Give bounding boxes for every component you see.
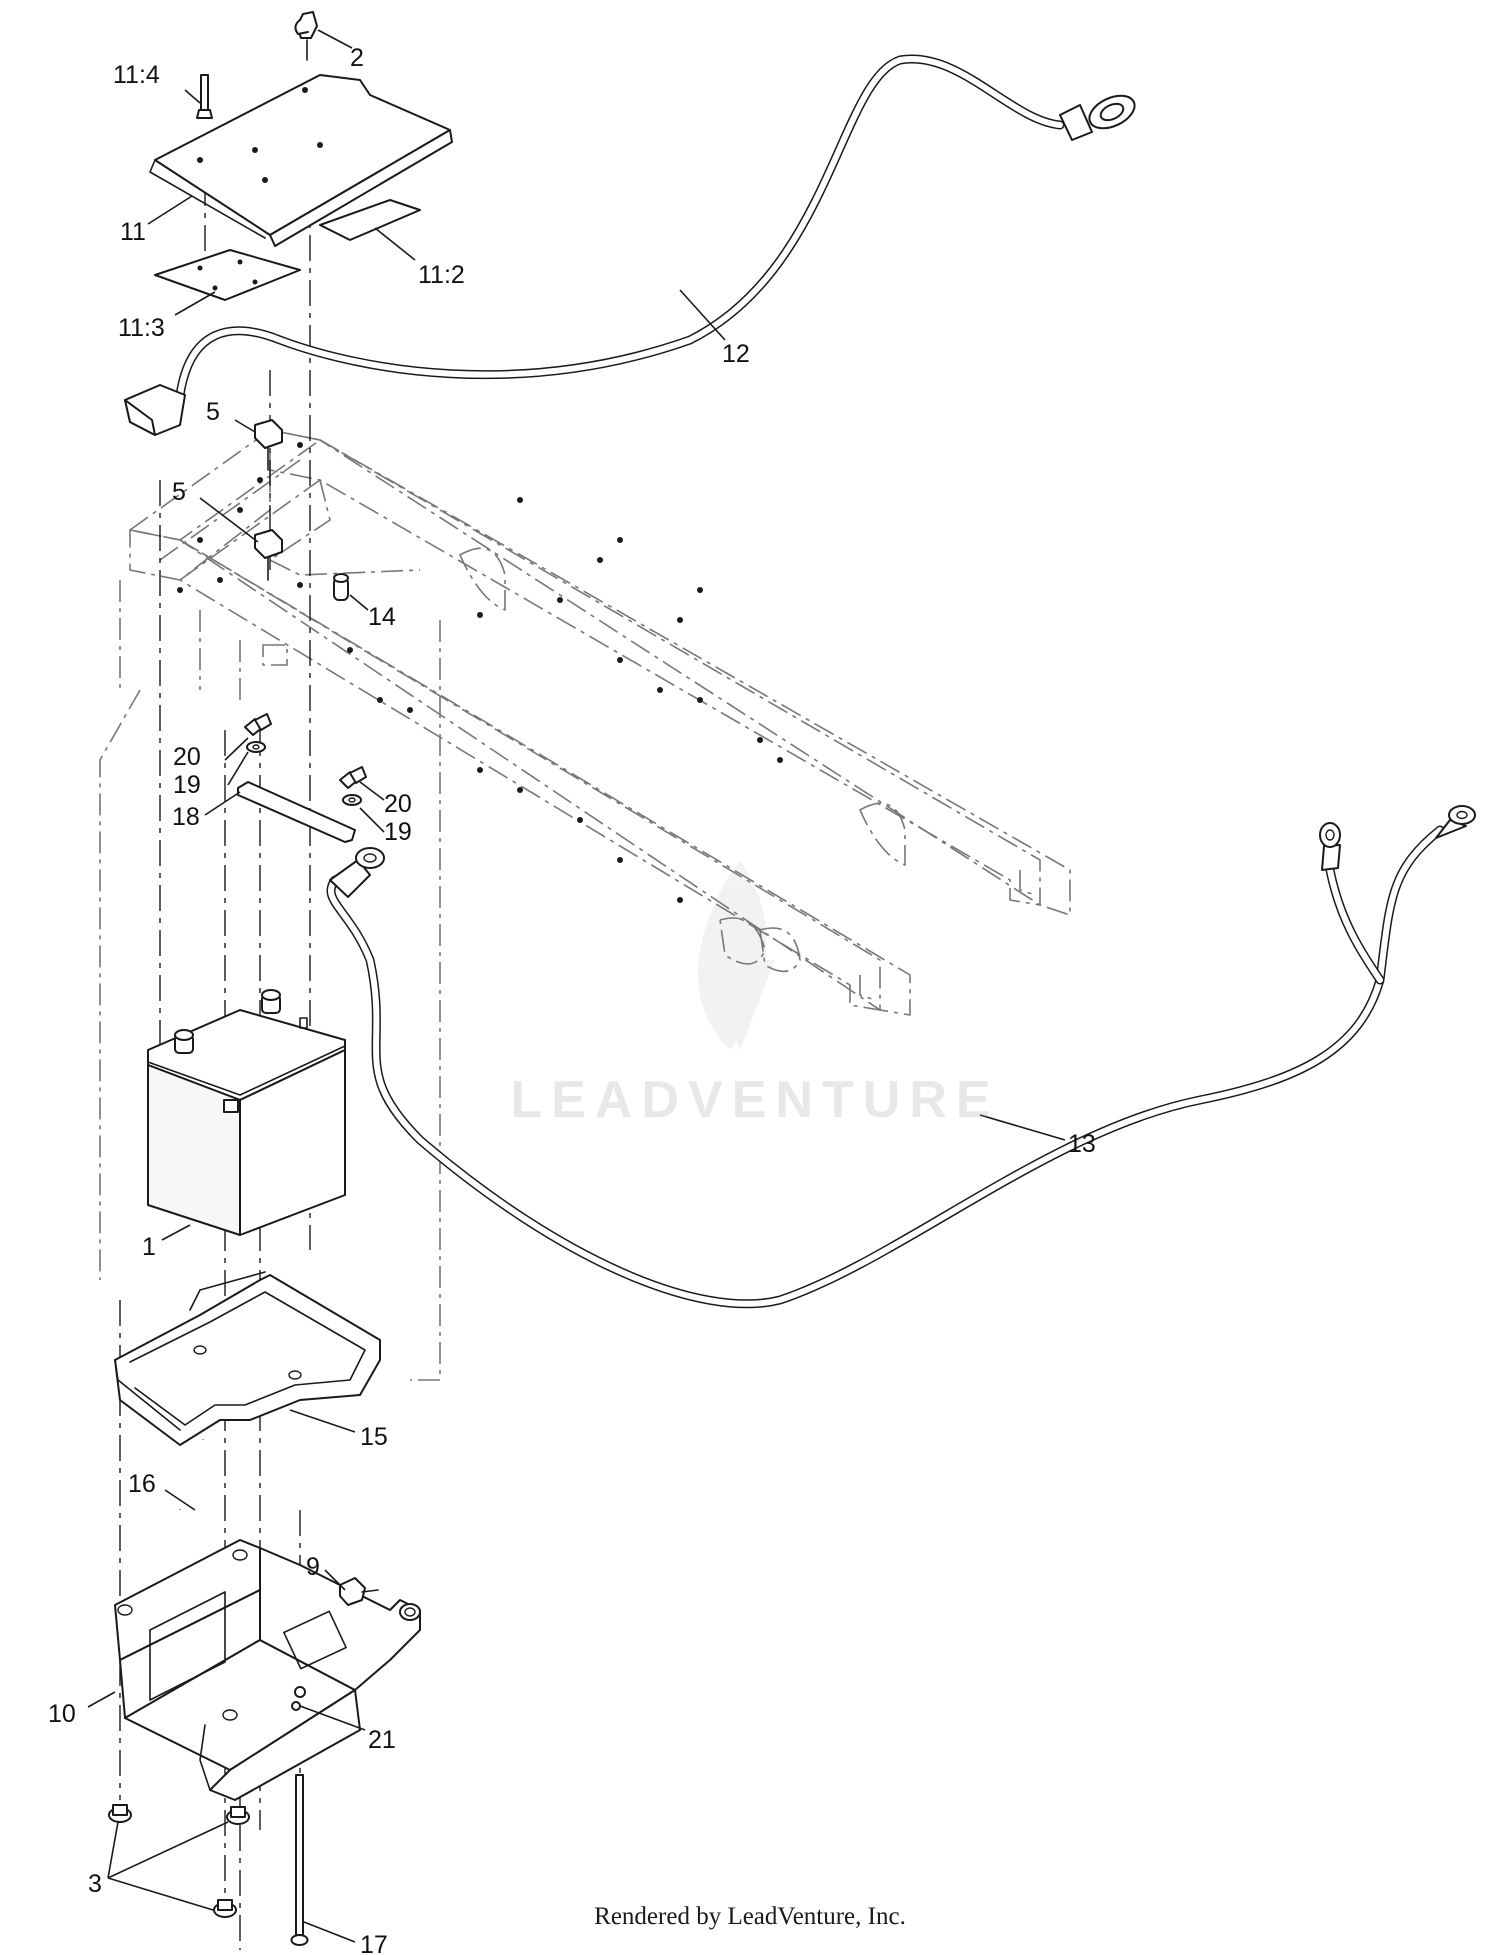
- callout-5-upper: 5: [206, 398, 220, 426]
- callout-3: 3: [88, 1870, 102, 1898]
- wing-nut-20-left: [244, 713, 272, 736]
- callout-5-lower: 5: [172, 478, 186, 506]
- leader-lines: [87, 29, 1066, 1943]
- pad-11-3: [154, 249, 301, 301]
- pin-11-4: [196, 74, 213, 119]
- callout-13: 13: [1068, 1130, 1096, 1158]
- j-bolt-16: [177, 1439, 205, 1528]
- hold-down-bar-18: [237, 781, 356, 843]
- callout-14: 14: [368, 603, 396, 631]
- callout-20-left: 20: [173, 743, 201, 771]
- callout-15: 15: [360, 1423, 388, 1451]
- watermark-logo: [698, 860, 775, 1050]
- flange-nut-3c: [213, 1899, 237, 1918]
- callout-21: 21: [368, 1726, 396, 1754]
- callout-16: 16: [128, 1470, 156, 1498]
- callout-18: 18: [172, 803, 200, 831]
- spacer-14: [333, 573, 349, 601]
- washer-19-left: [246, 741, 266, 753]
- callout-12: 12: [722, 340, 750, 368]
- wing-nut-20-right: [339, 766, 367, 789]
- washer-19-right: [342, 794, 362, 806]
- flange-nut-3b: [226, 1806, 250, 1825]
- nut-21: [291, 1686, 306, 1711]
- callout-11-3: 11:3: [118, 314, 165, 342]
- callout-19-left: 19: [173, 771, 201, 799]
- cover-plate: [149, 74, 453, 247]
- battery: [147, 989, 346, 1236]
- cable-13: [326, 805, 1476, 1309]
- bolt-5-upper: [254, 419, 283, 471]
- callout-2: 2: [350, 44, 364, 72]
- clip-fastener: [294, 11, 318, 61]
- render-credit: Rendered by LeadVenture, Inc.: [594, 1903, 906, 1930]
- battery-tray: [114, 1271, 381, 1446]
- bolt-9: [339, 1577, 379, 1606]
- callout-20-right: 20: [384, 790, 412, 818]
- decal-11-2: [319, 199, 421, 241]
- callout-17: 17: [360, 1931, 388, 1955]
- battery-bracket: [114, 1539, 421, 1801]
- long-bolt-17: [290, 1774, 309, 1946]
- bolt-5-lower: [254, 529, 283, 581]
- callout-1: 1: [142, 1233, 156, 1261]
- cable-12: [124, 54, 1136, 436]
- flange-nut-3a: [108, 1804, 132, 1823]
- callout-19-right: 19: [384, 818, 412, 846]
- callout-11-2: 11:2: [418, 261, 465, 289]
- callout-9: 9: [306, 1553, 320, 1581]
- callout-10: 10: [48, 1700, 76, 1728]
- callout-11: 11: [120, 218, 146, 246]
- callout-11-4: 11:4: [113, 61, 160, 89]
- callouts: 2 11:4 11 11:2 11:3 12 5 5 14 20 19 18 2…: [48, 44, 1096, 1955]
